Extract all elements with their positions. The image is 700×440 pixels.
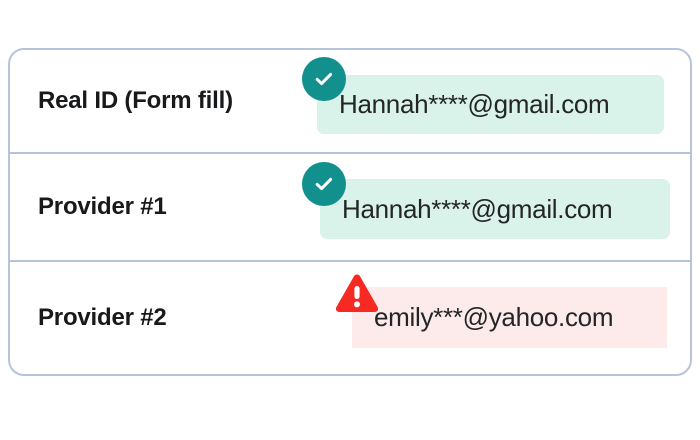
table-row: Provider #2 emily***@yahoo.com — [10, 260, 690, 374]
table-row: Provider #1 Hannah****@gmail.com — [10, 152, 690, 260]
email-value-chip: emily***@yahoo.com — [352, 287, 667, 348]
verification-comparison-card: Real ID (Form fill) Hannah****@gmail.com… — [8, 48, 692, 376]
row-label-real-id: Real ID (Form fill) — [38, 87, 233, 114]
warning-triangle-icon — [332, 272, 382, 316]
email-value-chip: Hannah****@gmail.com — [320, 179, 670, 239]
check-circle-icon — [302, 57, 346, 101]
check-circle-icon — [302, 162, 346, 206]
table-row: Real ID (Form fill) Hannah****@gmail.com — [10, 50, 690, 152]
row-label-provider-1: Provider #1 — [38, 193, 167, 220]
email-value-chip: Hannah****@gmail.com — [317, 75, 664, 134]
row-label-provider-2: Provider #2 — [38, 304, 167, 331]
